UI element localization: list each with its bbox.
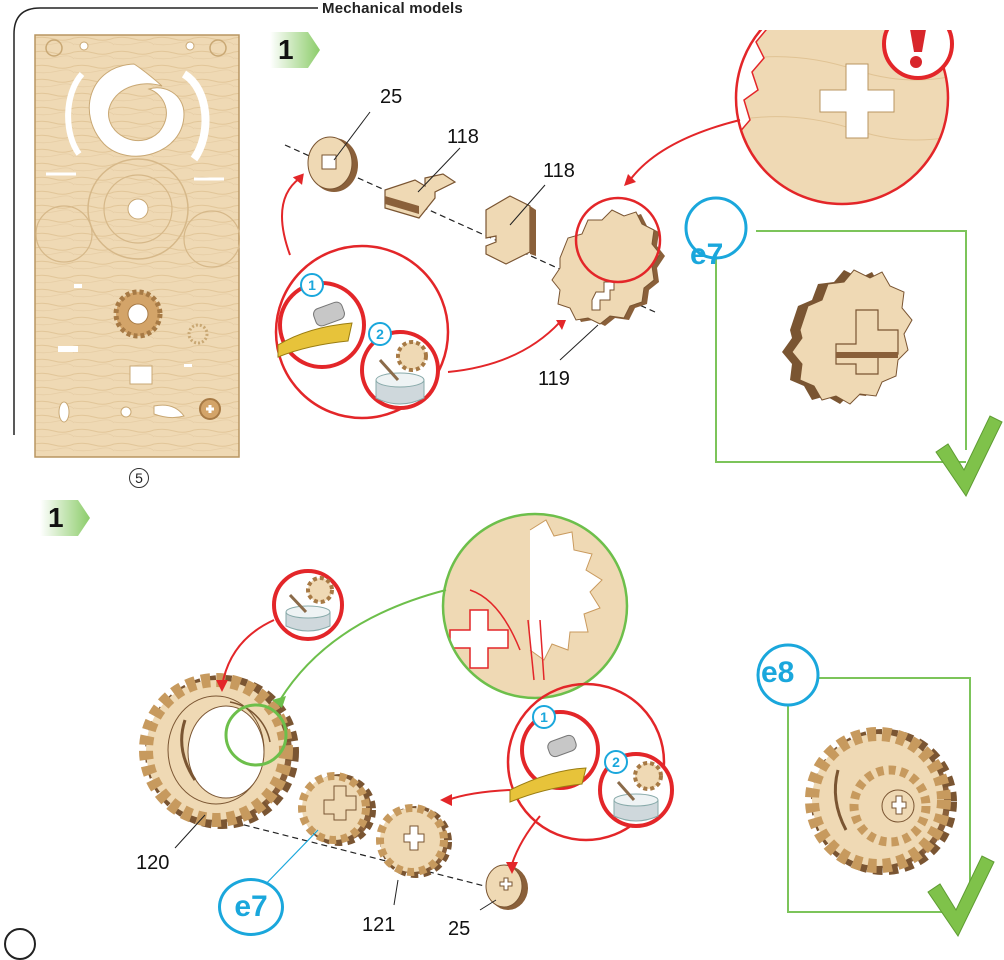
part-118b xyxy=(486,196,536,264)
sheet-number-circle: 5 xyxy=(129,468,149,488)
part-25-washer xyxy=(308,137,358,192)
plywood-sheet xyxy=(34,34,240,458)
tool-step-2-badge: 2 xyxy=(368,322,392,346)
tool-step-number: 1 xyxy=(308,277,316,293)
tool-step-2-badge-b: 2 xyxy=(604,750,628,774)
step1-assembly xyxy=(260,30,1004,500)
tool-step-number: 2 xyxy=(376,326,384,342)
part-25-washer-b xyxy=(486,865,528,910)
part-e7-assembled xyxy=(302,776,372,842)
label-part-118b: 118 xyxy=(543,160,575,183)
zoom-detail-bottom xyxy=(440,510,630,700)
label-part-119: 119 xyxy=(538,368,570,391)
sheet-number: 5 xyxy=(135,470,143,486)
section-title: Mechanical models xyxy=(322,0,463,17)
check-mark-icon xyxy=(936,416,1002,496)
label-part-25b: 25 xyxy=(448,918,470,941)
sub-tag-e7-text: e7 xyxy=(234,890,267,923)
sub-tag-e7: e7 xyxy=(218,878,284,936)
label-part-25: 25 xyxy=(380,86,402,109)
result-tag-e7: e7 xyxy=(690,238,723,272)
tool-step-number: 1 xyxy=(540,709,548,725)
step-badge-bottom: 1 xyxy=(40,500,90,536)
result-tag-e8: e8 xyxy=(761,656,794,690)
part-118a xyxy=(385,174,455,218)
step-number: 1 xyxy=(48,502,64,534)
tool-step-number: 2 xyxy=(612,754,620,770)
assembled-e8 xyxy=(812,734,950,868)
page-marker-circle xyxy=(4,928,36,960)
tool-step-1-badge-b: 1 xyxy=(532,705,556,729)
part-121-gear xyxy=(380,808,448,874)
label-part-118a: 118 xyxy=(447,126,479,149)
warning-exclamation-icon xyxy=(884,30,952,78)
assembled-e7 xyxy=(782,270,912,404)
label-part-120: 120 xyxy=(136,852,169,875)
part-120-gear xyxy=(146,680,292,822)
label-part-121: 121 xyxy=(362,914,395,937)
tool-step-1-badge: 1 xyxy=(300,273,324,297)
